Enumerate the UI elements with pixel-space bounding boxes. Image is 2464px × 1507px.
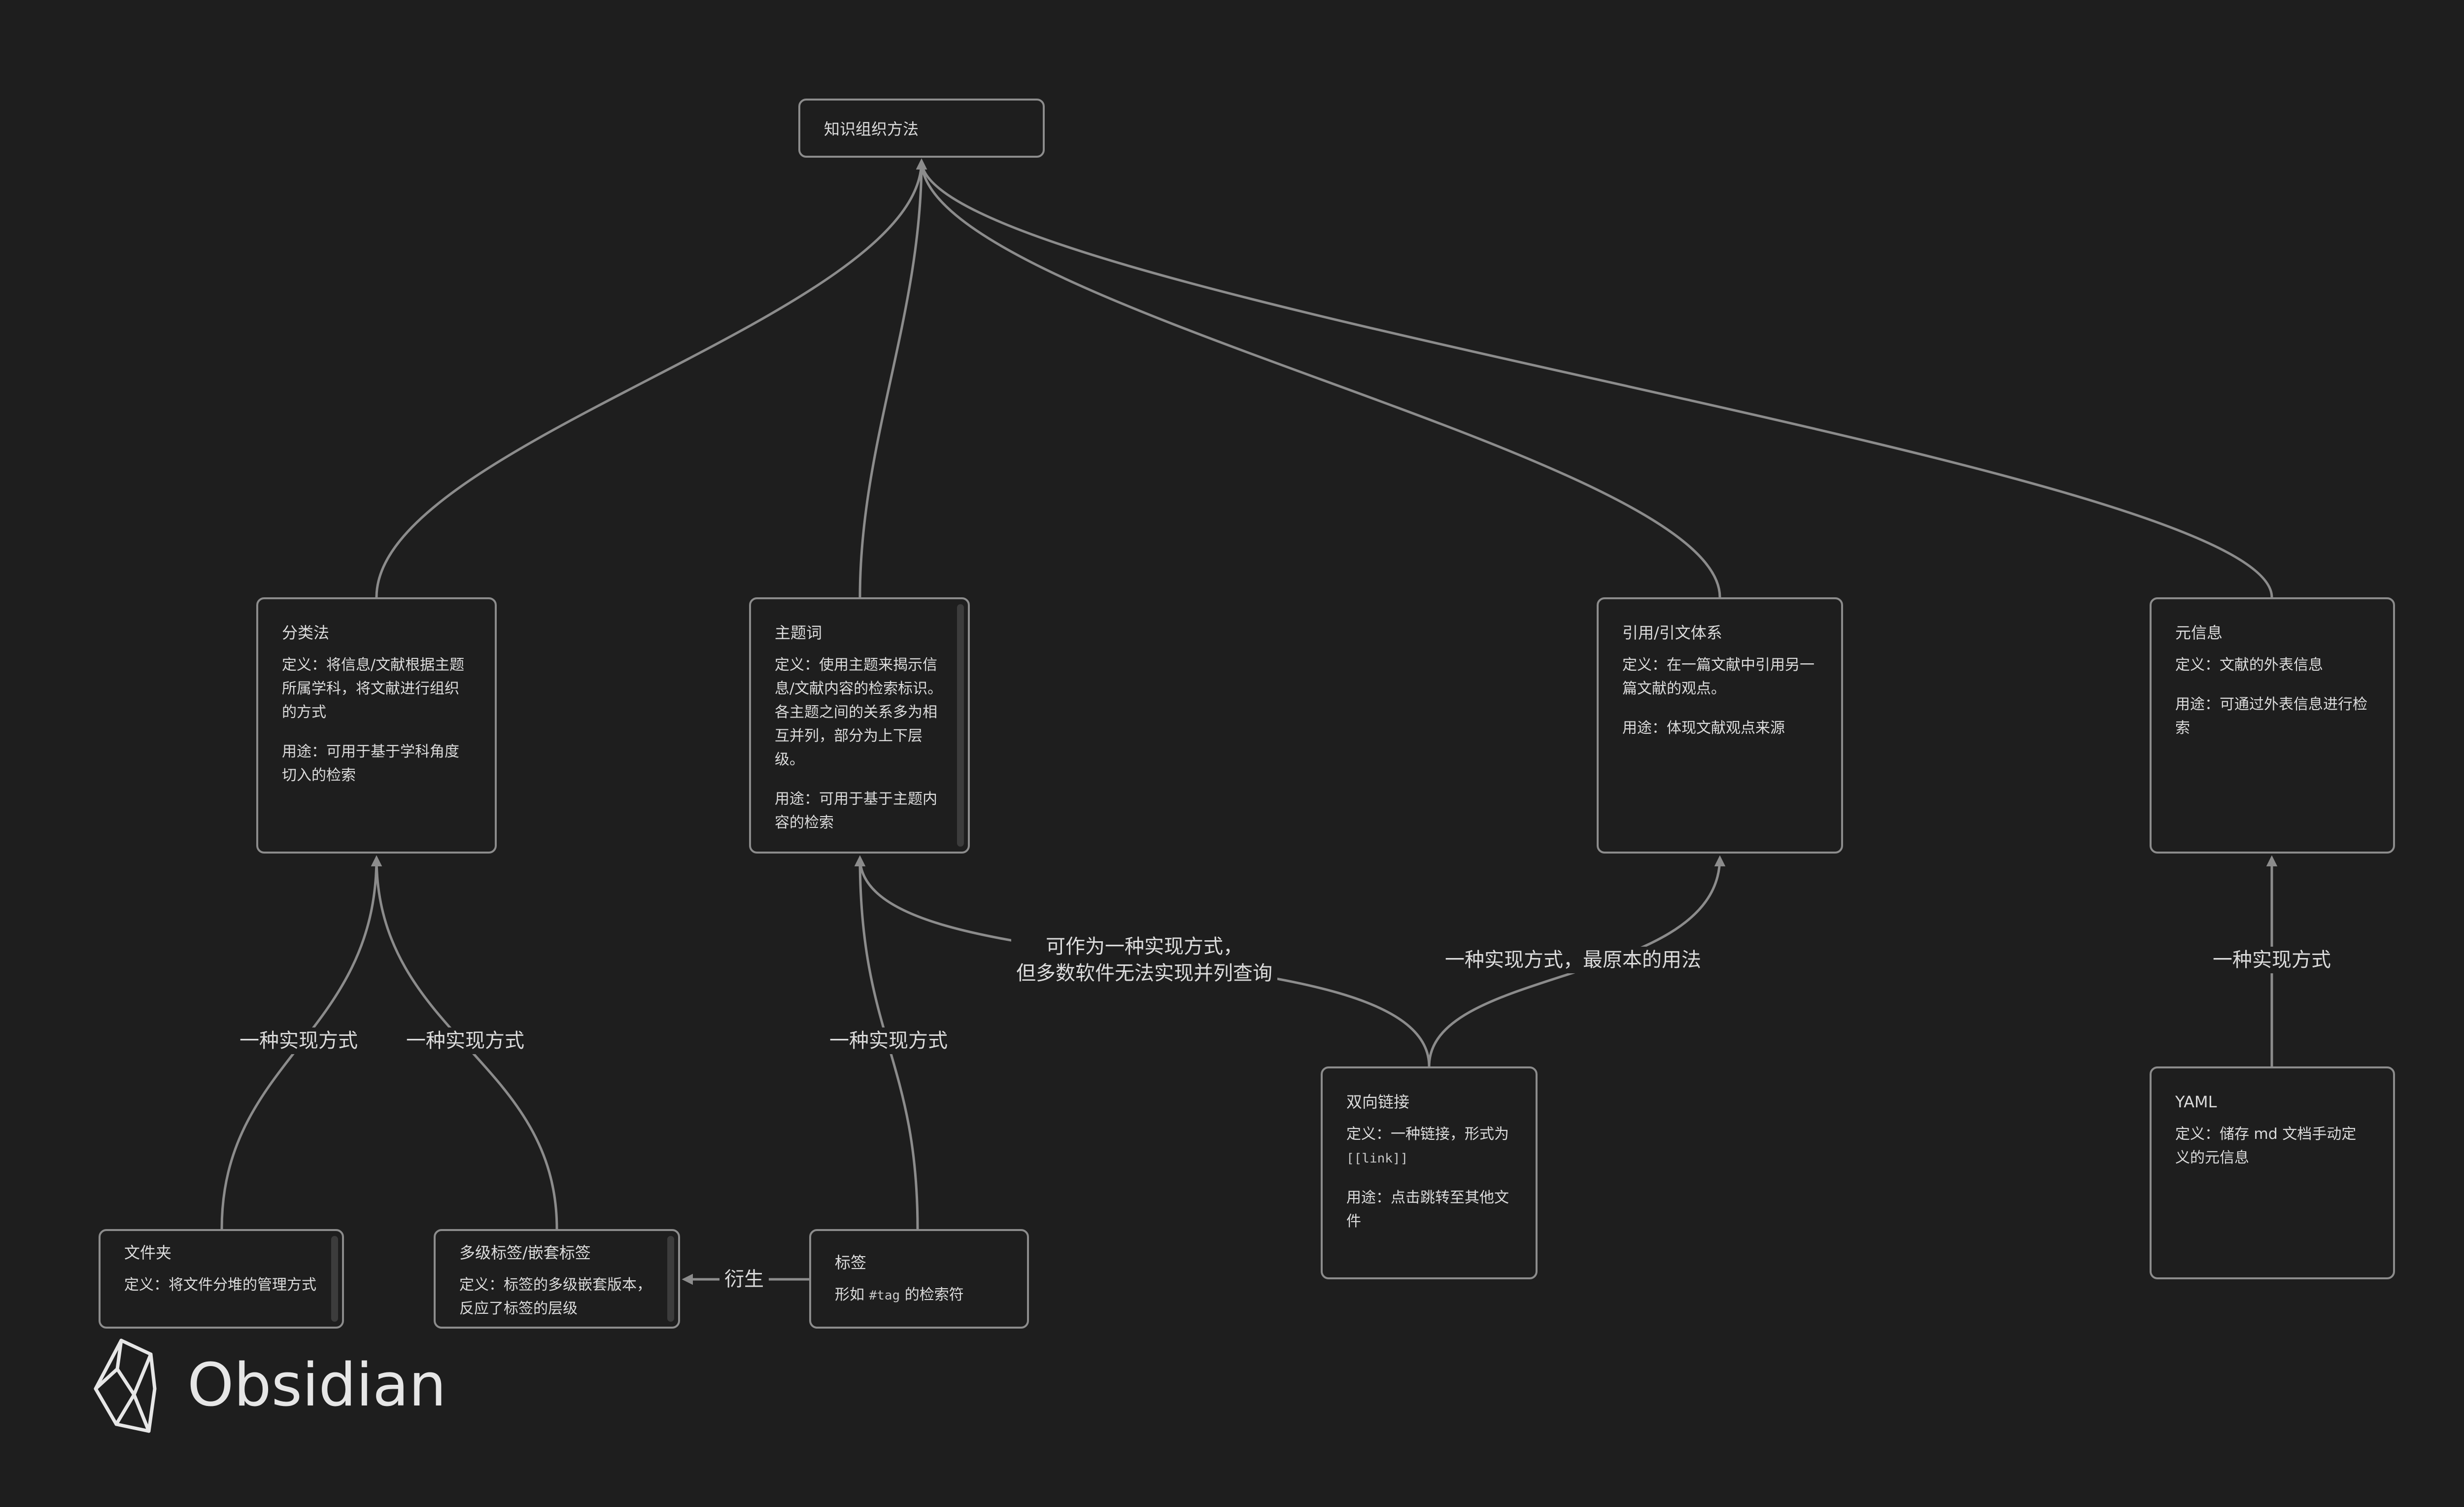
node-yaml[interactable]: YAML 定义：储存 md 文档手动定义的元信息 (2150, 1066, 2395, 1279)
node-classification[interactable]: 分类法 定义：将信息/文献根据主题所属学科，将文献进行组织的方式 用途：可用于基… (256, 597, 497, 854)
node-definition: 定义：将信息/文献根据主题所属学科，将文献进行组织的方式 (282, 656, 465, 721)
node-title: 主题词 (775, 623, 822, 642)
edge-root-citation (916, 158, 1721, 598)
node-backlink[interactable]: 双向链接 定义：一种链接，形式为 [[link]] 用途：点击跳转至其他文件 (1321, 1066, 1538, 1279)
node-title: 分类法 (282, 623, 330, 642)
edge-label-yaml-metadata: 一种实现方式 (2208, 947, 2336, 973)
node-definition: 定义：在一篇文献中引用另一篇文献的观点。 (1622, 656, 1814, 697)
node-definition: 定义：标签的多级嵌套版本，反应了标签的层级 (459, 1276, 651, 1317)
node-citation[interactable]: 引用/引文体系 定义：在一篇文献中引用另一篇文献的观点。 用途：体现文献观点来源 (1597, 597, 1843, 854)
scrollbar[interactable] (667, 1236, 674, 1322)
brand: Obsidian (92, 1337, 446, 1434)
node-title: 引用/引文体系 (1622, 623, 1722, 642)
edge-root-subject (858, 158, 927, 598)
edge-root-classification (375, 158, 927, 598)
node-metadata[interactable]: 元信息 定义：文献的外表信息 用途：可通过外表信息进行检索 (2150, 597, 2395, 854)
node-definition: 定义：一种链接，形式为 [[link]] (1346, 1126, 1509, 1166)
node-usage: 用途：可通过外表信息进行检索 (2175, 696, 2367, 737)
node-subject[interactable]: 主题词 定义：使用主题来揭示信息/文献内容的检索标识。各主题之间的关系多为相互并… (749, 597, 970, 854)
obsidian-crystal-icon (94, 1338, 157, 1433)
tag-code: #tag (869, 1288, 900, 1303)
node-usage: 用途：点击跳转至其他文件 (1346, 1189, 1509, 1230)
node-root[interactable]: 知识组织方法 (798, 99, 1045, 158)
node-nested-tags[interactable]: 多级标签/嵌套标签 定义：标签的多级嵌套版本，反应了标签的层级 (434, 1229, 680, 1329)
node-title: 知识组织方法 (824, 120, 919, 138)
node-definition: 定义：文献的外表信息 (2175, 656, 2323, 674)
link-code: [[link]] (1346, 1151, 1408, 1166)
node-title: YAML (2175, 1093, 2217, 1111)
edge-label-backlink-citation: 一种实现方式，最原本的用法 (1440, 947, 1706, 973)
node-title: 双向链接 (1346, 1093, 1410, 1111)
brand-name: Obsidian (187, 1351, 446, 1420)
node-usage: 用途：可用于基于学科角度切入的检索 (282, 743, 459, 784)
node-definition: 形如 #tag 的检索符 (835, 1286, 964, 1303)
node-definition: 定义：将文件分堆的管理方式 (124, 1276, 316, 1294)
node-usage: 用途：可用于基于主题内容的检索 (775, 790, 937, 831)
node-title: 多级标签/嵌套标签 (459, 1243, 591, 1262)
node-title: 标签 (835, 1253, 867, 1272)
node-usage: 用途：体现文献观点来源 (1622, 719, 1785, 737)
edge-label-tag-nested: 衍生 (719, 1266, 769, 1293)
edge-label-tag-subject: 一种实现方式 (824, 1028, 953, 1054)
node-title: 文件夹 (124, 1243, 172, 1262)
node-definition: 定义：储存 md 文档手动定义的元信息 (2175, 1126, 2357, 1166)
edge-root-metadata (916, 158, 2273, 598)
node-definition: 定义：使用主题来揭示信息/文献内容的检索标识。各主题之间的关系多为相互并列，部分… (775, 656, 943, 768)
node-title: 元信息 (2175, 623, 2223, 642)
node-tag[interactable]: 标签 形如 #tag 的检索符 (809, 1229, 1029, 1329)
edge-label-backlink-subject: 可作为一种实现方式， 但多数软件无法实现并列查询 (1011, 933, 1277, 987)
edge-label-folder-classification: 一种实现方式 (235, 1028, 363, 1054)
scrollbar[interactable] (957, 604, 964, 847)
node-folder[interactable]: 文件夹 定义：将文件分堆的管理方式 (99, 1229, 344, 1329)
scrollbar[interactable] (331, 1236, 338, 1322)
edge-label-nested-classification: 一种实现方式 (401, 1028, 529, 1054)
